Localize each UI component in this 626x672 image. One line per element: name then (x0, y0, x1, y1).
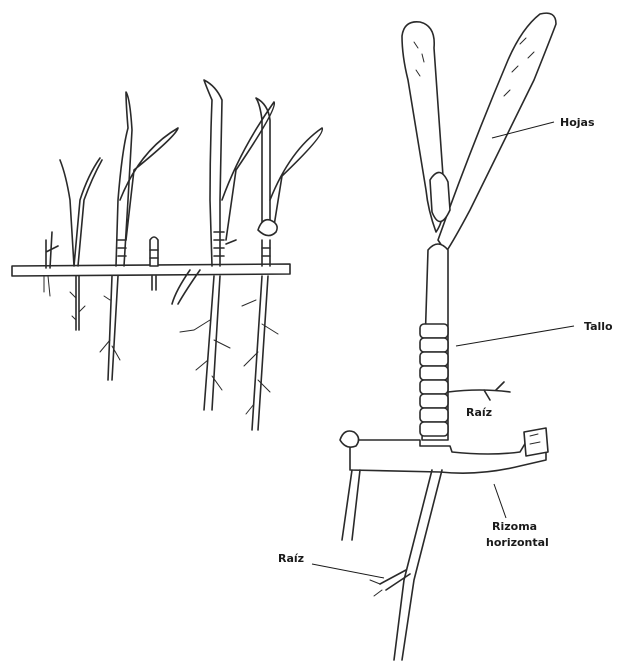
rizoma-leader (494, 484, 506, 518)
main-root (394, 470, 442, 660)
horizontal-rhizome (350, 436, 546, 473)
stem-nodes (420, 324, 448, 436)
label-hojas: Hojas (560, 116, 595, 129)
raiz-lower-leader (312, 564, 384, 578)
label-horizontal: horizontal (486, 536, 549, 549)
right-leaf (438, 13, 556, 252)
label-raiz-lower: Raíz (278, 552, 304, 565)
label-tallo: Tallo (584, 320, 613, 333)
label-rizoma: Rizoma (492, 520, 537, 533)
leaf-sheath (430, 172, 450, 221)
stem-root (448, 382, 510, 400)
label-raiz-upper: Raíz (466, 406, 492, 419)
tallo-leader (456, 326, 574, 346)
